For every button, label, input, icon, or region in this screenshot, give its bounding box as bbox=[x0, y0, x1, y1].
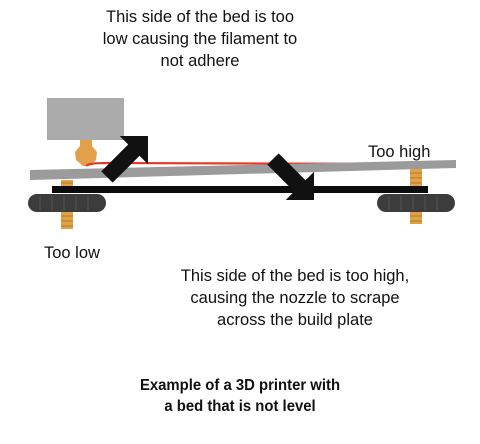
right-screw-bottom bbox=[410, 212, 422, 224]
top-callout-line-1: This side of the bed is too bbox=[105, 8, 295, 26]
bottom-arrow-icon bbox=[267, 153, 314, 200]
print-head bbox=[47, 98, 124, 140]
right-screw-top bbox=[410, 169, 422, 187]
right-leveling-knob-icon bbox=[377, 194, 455, 212]
left-screw-bottom bbox=[61, 212, 73, 229]
caption-line-2: a bed that is not level bbox=[164, 398, 316, 415]
bottom-callout-line-1: This side of the bed is too high, bbox=[180, 267, 410, 285]
bottom-callout: This side of the bed is too high, causin… bbox=[150, 265, 440, 331]
too-high-label: Too high bbox=[368, 143, 431, 161]
figure-caption: Example of a 3D printer with a bed that … bbox=[110, 375, 370, 417]
top-callout: This side of the bed is too low causing … bbox=[60, 6, 340, 72]
top-callout-line-2: low causing the filament to bbox=[102, 30, 298, 48]
too-low-label: Too low bbox=[44, 244, 100, 262]
bottom-callout-line-2: causing the nozzle to scrape bbox=[190, 289, 400, 307]
top-arrow-icon bbox=[101, 136, 148, 183]
left-leveling-knob-icon bbox=[28, 194, 106, 212]
nozzle bbox=[75, 140, 97, 166]
tilted-build-plate bbox=[30, 160, 456, 180]
top-callout-line-3: not adhere bbox=[160, 52, 240, 70]
caption-line-1: Example of a 3D printer with bbox=[139, 377, 341, 394]
printer-bed bbox=[52, 186, 428, 193]
left-screw-top bbox=[61, 180, 73, 187]
bottom-callout-line-3: across the build plate bbox=[217, 311, 373, 329]
